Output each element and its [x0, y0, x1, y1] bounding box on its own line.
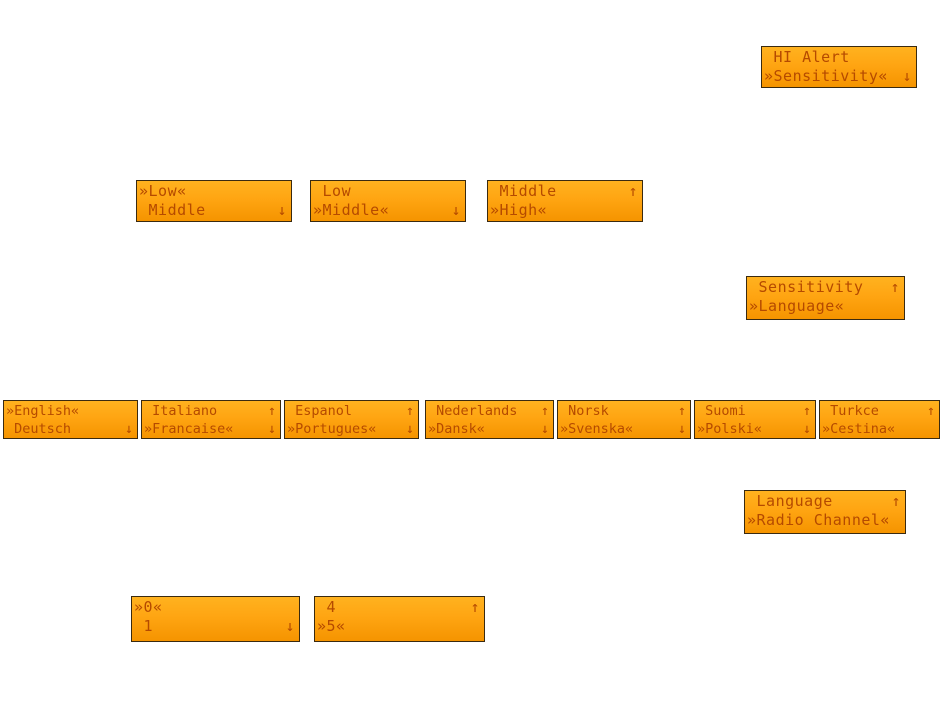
lcd-line-2: 1↓ [132, 617, 299, 636]
lcd-text-selected: »Polski« [697, 421, 763, 437]
lcd-text: Turkce [822, 403, 879, 419]
lcd-text-selected: »Sensitivity« [764, 67, 888, 85]
arrow-down-icon: ↓ [677, 421, 686, 437]
lcd-text-selected: »Dansk« [428, 421, 485, 437]
lcd-line-1: »Low« [137, 182, 291, 201]
lcd-text: Language [747, 492, 833, 510]
lcd-line-2: »Dansk« ↓ [426, 420, 553, 438]
lcd-text: Low [313, 182, 352, 200]
arrow-down-icon: ↓ [902, 67, 912, 85]
lcd-text-selected: »High« [490, 201, 548, 219]
lcd-line-1: »English« [4, 402, 137, 420]
arrow-up-icon: ↑ [628, 182, 638, 200]
lcd-text: HI Alert [764, 48, 850, 66]
lcd-text: Nederlands [428, 403, 518, 419]
arrow-up-icon: ↑ [802, 403, 811, 419]
lcd-text-selected: »English« [6, 403, 80, 419]
arrow-down-icon: ↓ [802, 421, 811, 437]
lcd-line-2: »Francaise« ↓ [142, 420, 280, 438]
lcd-line-1: Espanol ↑ [285, 402, 418, 420]
lcd-line-2: »High« [488, 201, 642, 220]
lcd-line-2: »Cestina« [820, 420, 939, 438]
lcd-screen-lang-polski: Suomi ↑ »Polski« ↓ [694, 400, 816, 439]
lcd-text-selected: »Middle« [313, 201, 390, 219]
lcd-line-1: »0« [132, 598, 299, 617]
lcd-screen-radio-channel-menu: Language ↑ »Radio Channel« [744, 490, 906, 534]
lcd-screen-sensitivity-middle: Low »Middle« ↓ [310, 180, 466, 222]
arrow-up-icon: ↑ [890, 278, 900, 296]
lcd-line-2: »Sensitivity« ↓ [762, 67, 916, 86]
lcd-line-2: »Portugues« ↓ [285, 420, 418, 438]
lcd-line-1: Norsk ↑ [558, 402, 690, 420]
lcd-text-selected: »Francaise« [144, 421, 234, 437]
lcd-line-2: Middle ↓ [137, 201, 291, 220]
arrow-down-icon: ↓ [124, 421, 133, 437]
lcd-text: Suomi [697, 403, 746, 419]
lcd-line-1: Turkce ↑ [820, 402, 939, 420]
arrow-up-icon: ↑ [405, 403, 414, 419]
lcd-line-1: Nederlands ↑ [426, 402, 553, 420]
lcd-text: Italiano [144, 403, 218, 419]
lcd-line-2: Deutsch ↓ [4, 420, 137, 438]
arrow-down-icon: ↓ [285, 617, 295, 635]
lcd-text: Norsk [560, 403, 609, 419]
lcd-line-1: Sensitivity ↑ [747, 278, 904, 297]
arrow-up-icon: ↑ [891, 492, 901, 510]
lcd-text: Sensitivity [749, 278, 864, 296]
lcd-text: Deutsch [6, 421, 72, 437]
lcd-text: Espanol [287, 403, 353, 419]
lcd-screen-sensitivity-low: »Low« Middle ↓ [136, 180, 292, 222]
lcd-text: Middle [490, 182, 557, 200]
lcd-screen-lang-cestina: Turkce ↑ »Cestina« [819, 400, 940, 439]
arrow-down-icon: ↓ [277, 201, 287, 219]
arrow-up-icon: ↑ [267, 403, 276, 419]
arrow-down-icon: ↓ [451, 201, 461, 219]
lcd-line-2: »Middle« ↓ [311, 201, 465, 220]
lcd-text-selected: »Radio Channel« [747, 511, 890, 529]
lcd-screen-lang-francaise: Italiano ↑ »Francaise« ↓ [141, 400, 281, 439]
lcd-screen-hi-alert: HI Alert »Sensitivity« ↓ [761, 46, 917, 88]
lcd-text-selected: »Portugues« [287, 421, 377, 437]
arrow-down-icon: ↓ [267, 421, 276, 437]
lcd-line-2: »Polski« ↓ [695, 420, 815, 438]
lcd-screen-lang-dansk: Nederlands ↑ »Dansk« ↓ [425, 400, 554, 439]
lcd-screen-sensitivity-high: Middle ↑ »High« [487, 180, 643, 222]
lcd-screen-lang-english: »English« Deutsch ↓ [3, 400, 138, 439]
arrow-up-icon: ↑ [926, 403, 935, 419]
lcd-line-1: HI Alert [762, 48, 916, 67]
lcd-line-1: Low [311, 182, 465, 201]
arrow-down-icon: ↓ [540, 421, 549, 437]
lcd-line-2: »Language« [747, 297, 904, 316]
arrow-up-icon: ↑ [540, 403, 549, 419]
arrow-down-icon: ↓ [405, 421, 414, 437]
lcd-line-2: »5« [315, 617, 484, 636]
lcd-text-selected: »Language« [749, 297, 845, 315]
arrow-up-icon: ↑ [677, 403, 686, 419]
lcd-screen-lang-svenska: Norsk ↑ »Svenska« ↓ [557, 400, 691, 439]
arrow-up-icon: ↑ [470, 598, 480, 616]
lcd-line-1: 4↑ [315, 598, 484, 617]
lcd-text-selected: »Low« [139, 182, 187, 200]
lcd-text: 4 [317, 598, 337, 616]
lcd-line-1: Language ↑ [745, 492, 905, 511]
lcd-line-1: Middle ↑ [488, 182, 642, 201]
lcd-line-2: »Svenska« ↓ [558, 420, 690, 438]
lcd-screen-channel-0: »0« 1↓ [131, 596, 300, 642]
lcd-line-2: »Radio Channel« [745, 511, 905, 530]
lcd-screen-language-menu: Sensitivity ↑ »Language« [746, 276, 905, 320]
lcd-line-1: Italiano ↑ [142, 402, 280, 420]
lcd-line-1: Suomi ↑ [695, 402, 815, 420]
lcd-text: 1 [134, 617, 154, 635]
lcd-text-selected: »0« [134, 598, 163, 616]
lcd-text: Middle [139, 201, 206, 219]
lcd-text-selected: »Cestina« [822, 421, 896, 437]
lcd-text-selected: »Svenska« [560, 421, 634, 437]
lcd-screen-channel-5: 4↑ »5« [314, 596, 485, 642]
lcd-screen-lang-portugues: Espanol ↑ »Portugues« ↓ [284, 400, 419, 439]
lcd-text-selected: »5« [317, 617, 346, 635]
